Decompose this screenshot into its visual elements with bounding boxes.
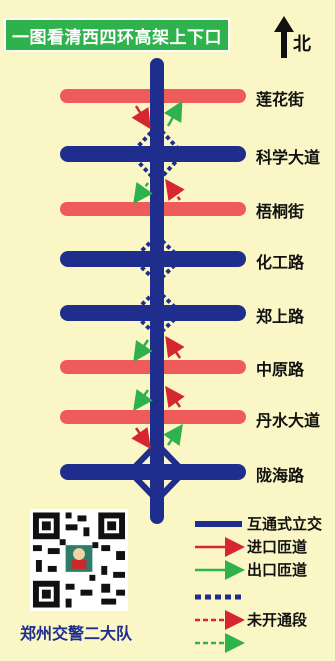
map-title: 一图看清西四环高架上下口	[4, 18, 230, 52]
north-label: 北	[293, 34, 311, 55]
road-label-huagong: 化工路	[256, 253, 305, 272]
exit-ramp	[133, 339, 153, 363]
road-label-zhongyuan: 中原路	[256, 360, 305, 379]
entry-ramp	[165, 385, 185, 409]
qr-code-icon[interactable]	[30, 509, 128, 611]
entry-ramp	[131, 105, 151, 130]
road-label-zhengshang: 郑上路	[256, 307, 305, 326]
road-label-wutong: 梧桐街	[256, 202, 305, 221]
brand-label: 郑州交警二大队	[20, 624, 133, 643]
exit-ramp	[163, 100, 183, 127]
legend-interchange-label: 互通式立交	[247, 515, 323, 533]
entry-ramp	[131, 426, 151, 450]
exit-ramp	[163, 423, 183, 447]
legend-entry-ramp-label: 进口匝道	[247, 538, 308, 556]
exit-ramp	[133, 388, 153, 412]
legend-exit-ramp-label: 出口匝道	[247, 561, 308, 579]
road-label-lianhua: 莲花街	[256, 90, 305, 109]
road-label-longhai: 陇海路	[256, 466, 305, 485]
legend-graphics	[195, 521, 245, 653]
road-label-danshui: 丹水大道	[256, 411, 321, 430]
road-label-kexue: 科学大道	[256, 148, 321, 167]
exit-ramp-unopened	[133, 181, 153, 205]
north-arrow-icon	[274, 16, 294, 58]
interchange-kexue	[128, 123, 186, 185]
entry-ramp-unopened	[165, 178, 185, 202]
west-fourth-ring-expressway	[150, 58, 164, 524]
entry-ramp	[165, 335, 185, 359]
ramps	[131, 100, 185, 450]
legend-unopened-label: 未开通段	[247, 611, 308, 629]
